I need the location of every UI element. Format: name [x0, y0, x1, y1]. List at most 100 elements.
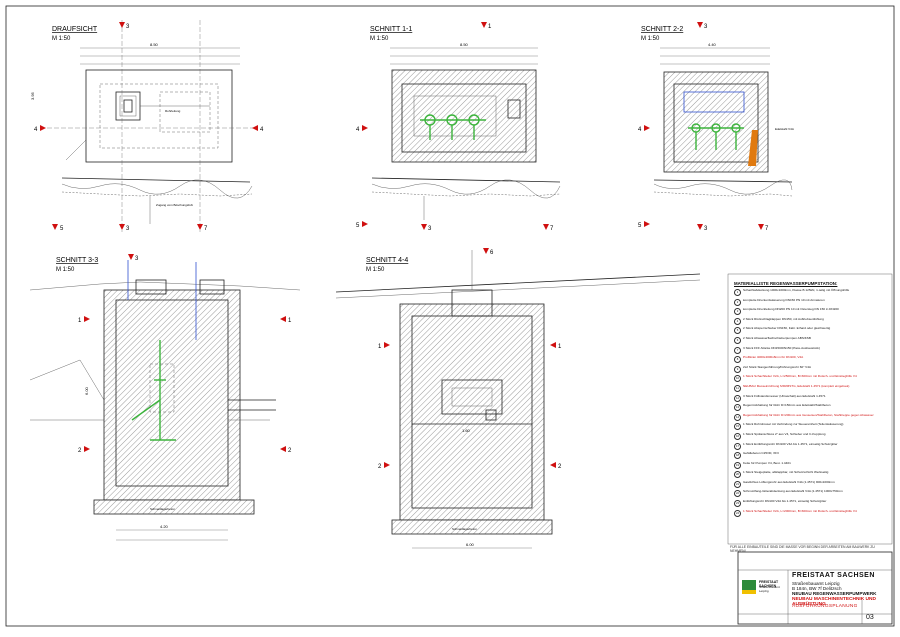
marker-1-s44b: 1	[558, 344, 562, 350]
view-schnitt-3-3: SCHNITT 3-3 M 1:50 Schneidlagerbeton 4.2…	[29, 254, 301, 541]
material-item-number: 16	[734, 432, 741, 440]
material-item-number: 6	[734, 336, 741, 344]
dim-small-44: 1.60	[462, 428, 471, 433]
marker-2-s44b: 2	[558, 464, 562, 470]
marker-1-s33b: 1	[288, 318, 292, 324]
marker-5-s11: 5	[356, 223, 360, 229]
marker-1-s44: 1	[378, 344, 382, 350]
material-item-number: 3	[734, 308, 741, 316]
section-44-walls	[399, 303, 545, 521]
svg-text:Schneidlagerbeton: Schneidlagerbeton	[452, 527, 477, 531]
material-item-text: 3 Stück FFF-Stücke DN150/DN150 (Pass-Aus…	[743, 345, 820, 350]
material-item-text: 1 Stück Steigeplatte, abklappbar, mit Sc…	[743, 470, 829, 475]
dim-height: 3.95	[30, 91, 35, 100]
tb-sheet-no: 03	[866, 614, 874, 621]
material-item-number: 23	[734, 500, 741, 508]
material-item-text: 2 Stück Abwasserflachschieberpumpen ABS/…	[743, 335, 811, 340]
material-item-number: 22	[734, 490, 741, 498]
marker-2-s33b: 2	[288, 448, 292, 454]
tb-plan-type: AUSFÜHRUNGSPLANUNG	[792, 604, 858, 609]
tb-logo-text: FREISTAAT SACHSEN	[759, 580, 779, 588]
material-item-number: 14	[734, 413, 741, 421]
marker-3-bottom: 3	[126, 226, 130, 232]
material-item-text: Gasdichtes Lüftungsrohr aus Edelstahl V4…	[743, 479, 835, 484]
svg-text:Zugang vom Böschungsfuß: Zugang vom Böschungsfuß	[156, 203, 193, 207]
material-item-text: 2 Stück Absperrschieber DN150, Fabr. Erh…	[743, 326, 831, 331]
marker-4-right: 4	[260, 127, 264, 133]
material-item-number: 13	[734, 404, 741, 412]
material-item-number: 10	[734, 375, 741, 383]
material-item-number: 21	[734, 480, 741, 488]
view-scale-schnitt-2-2: M 1:50	[641, 36, 660, 42]
marker-2-s33: 2	[78, 448, 82, 454]
materials-footnote: FÜR ALLE EINBAUTEILE SIND DIE MASSE VOR …	[730, 545, 875, 553]
material-item-text: Kette für Pumpen V4, Best. 1.4401	[743, 460, 791, 465]
plan-outline	[85, 69, 233, 163]
marker-7-s22: 7	[765, 226, 769, 232]
material-item-number: 2	[734, 298, 741, 306]
material-item-text: 1 Stück Rohrdrossel mit Verbindung zur S…	[743, 422, 844, 427]
svg-text:Schneidlagerbeton: Schneidlagerbeton	[150, 507, 175, 511]
dim-width-44: 6.00	[466, 542, 475, 547]
view-scale-schnitt-3-3: M 1:50	[56, 267, 75, 273]
material-item-text: 1 Stück Entlüftungsrohr DN100 V4A bis 1.…	[743, 441, 838, 446]
marker-3-s22b: 3	[704, 226, 708, 232]
material-item-number: 1	[734, 289, 741, 296]
material-item-number: 12	[734, 394, 741, 402]
view-scale-schnitt-4-4: M 1:50	[366, 267, 385, 273]
material-item-text: Schmutzfang-Gitterabdeckung aus Edelstah…	[743, 489, 843, 494]
view-schnitt-2-2: SCHNITT 2-2 M 1:50 4.40 3 3 7 4 5 Edelst…	[638, 22, 794, 232]
tb-org: FREISTAAT SACHSEN	[792, 572, 875, 579]
material-item-number: 19	[734, 461, 741, 469]
material-item-number: 9	[734, 365, 741, 373]
orange-channel	[748, 130, 758, 166]
material-item-text: 1 Stück Schachtleiter V2A, L=2000mm, B=3…	[743, 508, 857, 513]
state-logo	[742, 580, 756, 590]
material-item-text: Schachtabdeckung 1000x1000mm, Klasse B 1…	[743, 288, 850, 292]
marker-5-dv: 5	[60, 226, 64, 232]
material-item-number: 5	[734, 327, 741, 335]
tb-plan-red: NEUBAU MASCHINENTECHNIK UND AUSRÜSTUNG	[792, 597, 876, 607]
material-item-text: Gefällebeton C25/30, XF3	[743, 451, 779, 456]
material-item-number: 17	[734, 442, 741, 450]
material-item-text: Regenrückhaltung für Rohr D=200mm aus Gu…	[743, 412, 874, 417]
material-item-text: NEUBAU Messeinrichtung MID/MSTG, Edelsta…	[743, 383, 850, 388]
material-item-text: 1 Stück Schachtleiter V2A, L=2500mm, B=3…	[743, 374, 857, 379]
marker-7-s11: 7	[550, 226, 554, 232]
material-item-number: 11	[734, 384, 741, 392]
view-draufsicht: DRAUFSICHT M 1:50 8.50 Rohrleitung Zugan…	[30, 20, 264, 232]
material-item-number: 20	[734, 471, 741, 479]
material-item-number: 7	[734, 346, 741, 354]
view-title-schnitt-2-2: SCHNITT 2-2	[641, 26, 683, 33]
view-scale-draufsicht: M 1:50	[52, 36, 71, 42]
material-item-number: 8	[734, 356, 741, 364]
sheet-border	[5, 5, 895, 627]
pipe-riser-33	[131, 340, 176, 441]
tb-office: Straßenbauamt Leipzig	[792, 581, 840, 586]
material-item-text: 2 Stück Rückschlagklappen DN150, mit Auf…	[743, 316, 824, 321]
marker-7-dv: 7	[204, 226, 208, 232]
dim-width: 8.50	[150, 42, 159, 47]
section-11-walls	[391, 69, 537, 163]
view-title-schnitt-3-3: SCHNITT 3-3	[56, 257, 98, 264]
svg-text:Edelstahl V4A: Edelstahl V4A	[775, 127, 794, 131]
svg-text:Rohrleitung: Rohrleitung	[165, 109, 181, 113]
material-item-text: 3 Stück Füllstandsmesser (Ultraschall) a…	[743, 393, 826, 398]
view-schnitt-1-1: SCHNITT 1-1 M 1:50 8.50 3 1 7 4 5	[356, 22, 561, 232]
